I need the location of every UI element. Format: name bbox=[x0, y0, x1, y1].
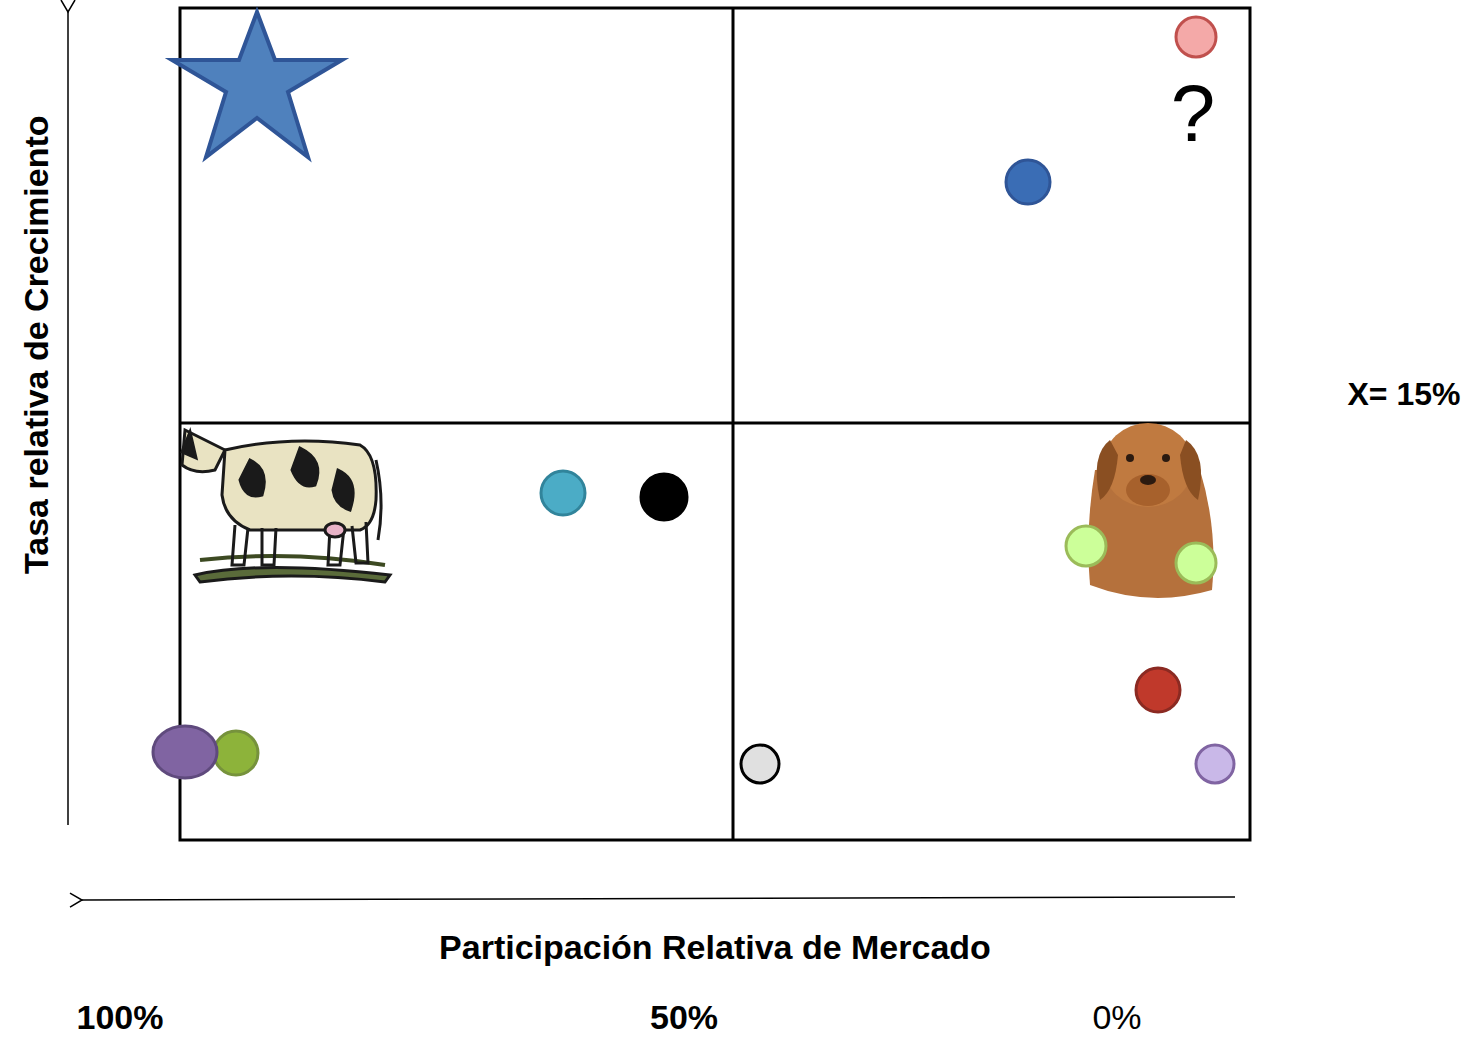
y-axis-arrow bbox=[67, 12, 69, 825]
threshold-note: X= 15% bbox=[1348, 377, 1461, 412]
cow-icon bbox=[182, 430, 390, 582]
star-icon bbox=[172, 12, 342, 157]
matrix-frame bbox=[180, 8, 1250, 840]
x-axis-title: Participación Relativa de Mercado bbox=[439, 929, 991, 966]
axis-tick: 50% bbox=[650, 999, 718, 1036]
product-dots bbox=[153, 17, 1234, 783]
axis-tick: 100% bbox=[77, 999, 164, 1036]
axis-tick: 0% bbox=[1092, 999, 1141, 1036]
quadrant-divider bbox=[180, 422, 1250, 425]
y-axis-title: Tasa relativa de Crecimiento bbox=[17, 116, 54, 575]
x-axis-arrow bbox=[82, 897, 1235, 900]
question-mark: ? bbox=[1171, 70, 1216, 158]
